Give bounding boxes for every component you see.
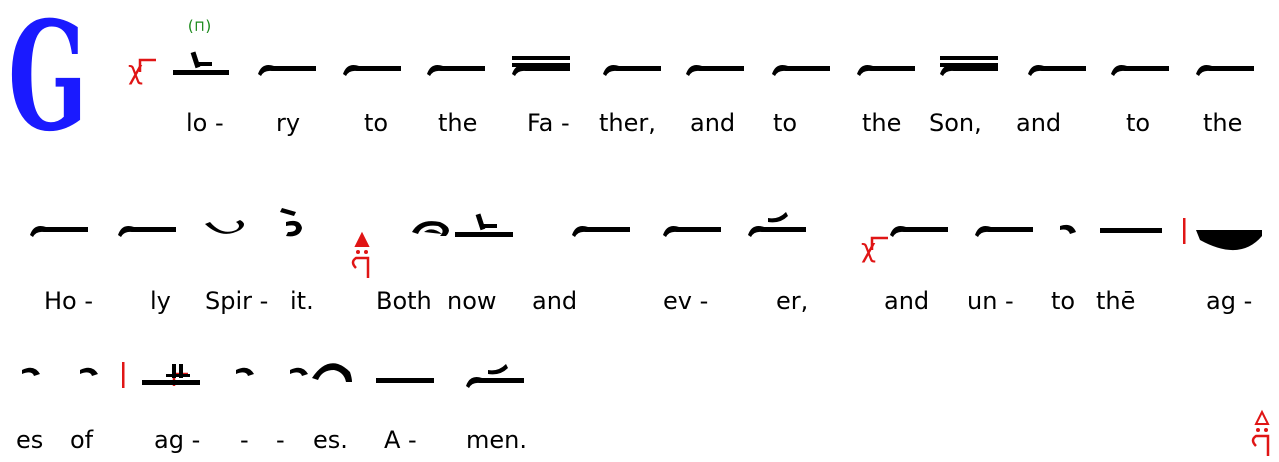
syllable: to — [1051, 287, 1076, 315]
oligon-neume — [1028, 65, 1086, 76]
kentima-neume — [205, 220, 244, 234]
elaphron-neume — [280, 208, 302, 237]
final-martyria-mark — [1251, 409, 1270, 456]
syllable: and — [532, 287, 578, 315]
bar-line — [1183, 218, 1186, 244]
oligon-neume — [603, 65, 661, 76]
syllable: er, — [776, 287, 809, 315]
psifiston-neume — [412, 221, 449, 236]
syllable: Both — [376, 287, 432, 315]
syllable: the — [1203, 109, 1243, 137]
klasma-neume — [312, 363, 352, 382]
oligon-kentima-neume — [748, 212, 806, 237]
oligon-neume — [1196, 65, 1254, 76]
fthora-mark: (⊓) — [186, 17, 214, 35]
ison-double-neume — [142, 364, 200, 385]
ison-neume — [455, 213, 513, 237]
gorgon-mark — [870, 236, 888, 250]
omalon-neume — [1196, 230, 1262, 251]
oligon-neume — [30, 226, 88, 237]
martyria-mark — [351, 231, 370, 278]
oligon-neume — [258, 65, 316, 76]
oligon-neume — [772, 65, 830, 76]
syllable: ev - — [663, 287, 709, 315]
bar-line — [122, 362, 125, 388]
oligon-kentima-neume — [466, 364, 524, 388]
syllable: lo - — [186, 109, 224, 137]
oligon-neume — [975, 226, 1033, 237]
oligon-neume — [376, 378, 434, 383]
ison-neume — [173, 51, 229, 75]
oligon-neume — [572, 226, 630, 237]
syllable: Ho - — [44, 287, 94, 315]
syllable: ly — [150, 287, 171, 315]
drop-cap: G — [8, 0, 88, 165]
syllable: and — [884, 287, 930, 315]
syllable: un - — [967, 287, 1014, 315]
syllable: thē — [1096, 287, 1136, 315]
syllable: Fa - — [527, 109, 570, 137]
syllable: to — [364, 109, 389, 137]
double-oligon-neume — [512, 56, 570, 76]
syllable: ther, — [599, 109, 656, 137]
double-oligon-neume — [940, 56, 998, 76]
syllable: ry — [276, 109, 301, 137]
oligon-neume — [663, 226, 721, 237]
syllable: to — [773, 109, 798, 137]
syllable: es. — [313, 426, 348, 454]
syllable: now — [447, 287, 497, 315]
syllable: it. — [290, 287, 314, 315]
syllable: and — [1016, 109, 1062, 137]
oligon-neume — [118, 226, 176, 237]
apostrophos-neume — [22, 367, 40, 376]
syllable: men. — [466, 426, 527, 454]
syllable: of — [70, 426, 94, 454]
syllable: es — [16, 426, 44, 454]
gorgon-mark — [138, 58, 156, 72]
syllable: A - — [384, 426, 417, 454]
syllable: the — [862, 109, 902, 137]
apostrophos-neume — [290, 367, 308, 376]
syllable: and — [690, 109, 736, 137]
syllable: the — [438, 109, 478, 137]
syllable: - — [276, 426, 285, 454]
oligon-neume — [686, 65, 744, 76]
oligon-neume — [1100, 228, 1162, 233]
apostrophos-neume — [1060, 224, 1076, 234]
apostrophos-neume — [80, 367, 98, 376]
apostrophos-neume — [236, 367, 254, 376]
syllable: to — [1126, 109, 1151, 137]
syllable: ag - — [154, 426, 201, 454]
syllable: Spir - — [205, 287, 269, 315]
oligon-neume — [1111, 65, 1169, 76]
syllable: ag - — [1206, 287, 1253, 315]
syllable: Son, — [929, 109, 982, 137]
oligon-neume — [343, 65, 401, 76]
oligon-neume — [890, 226, 948, 237]
syllable: - — [240, 426, 249, 454]
oligon-neume — [857, 65, 915, 76]
oligon-neume — [427, 65, 485, 76]
